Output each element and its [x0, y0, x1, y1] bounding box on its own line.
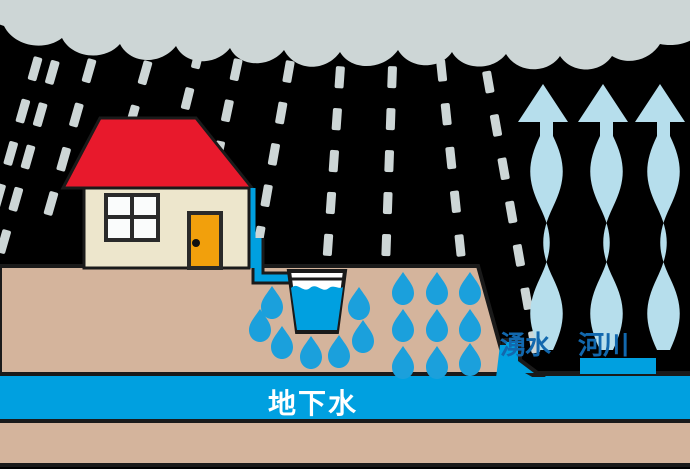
- rain-cloud: [0, 0, 690, 70]
- downspout-pipe: [251, 238, 300, 285]
- label-spring-water: 湧水: [500, 331, 551, 361]
- river-water: [580, 358, 656, 374]
- infiltration-droplets-grid: [392, 272, 481, 379]
- door-knob: [192, 239, 200, 247]
- house: [60, 116, 300, 285]
- spring-outflow: [496, 338, 546, 378]
- bedrock-soil: [0, 419, 690, 467]
- water-glass: [286, 269, 348, 334]
- house-roof: [60, 116, 256, 190]
- label-river: 河川: [578, 331, 629, 361]
- label-groundwater: 地下水: [268, 387, 359, 420]
